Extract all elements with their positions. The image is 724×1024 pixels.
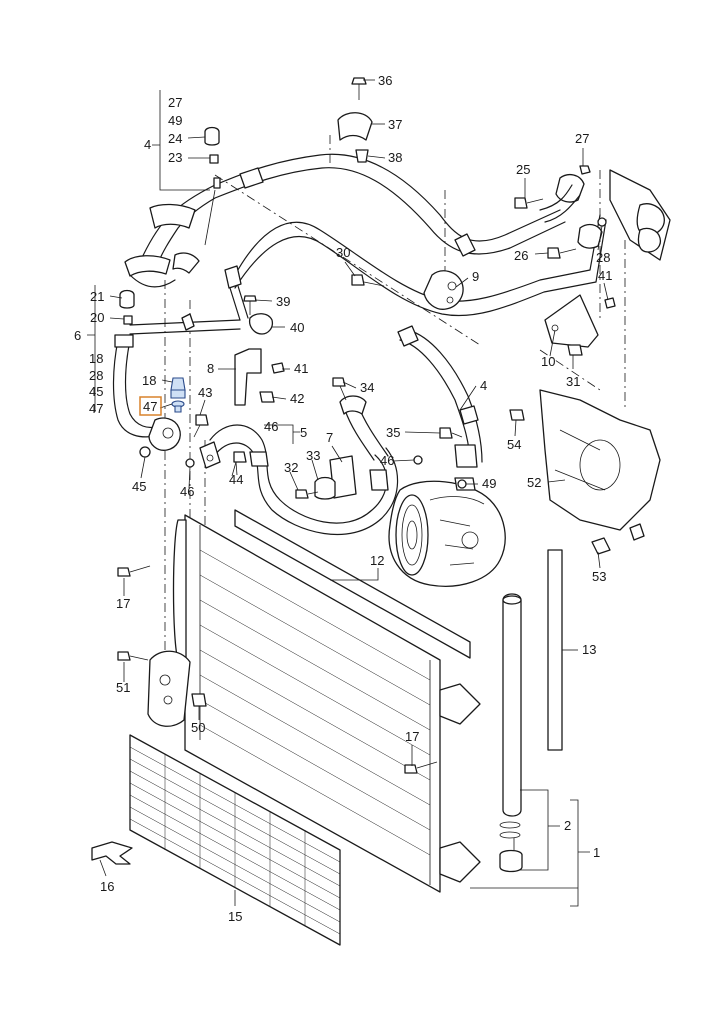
callout-49-left: 49: [168, 113, 182, 128]
callout-32: 32: [284, 460, 298, 475]
callout-51: 51: [116, 680, 130, 695]
callout-34: 34: [360, 380, 374, 395]
callout-16: 16: [100, 879, 114, 894]
callout-42: 42: [290, 391, 304, 406]
callout-45-group: 45: [89, 384, 103, 399]
callout-43: 43: [198, 385, 212, 400]
callout-44: 44: [229, 472, 243, 487]
callout-28-group: 28: [89, 368, 103, 383]
hose-6: [112, 334, 181, 451]
callout-31: 31: [566, 374, 580, 389]
callout-24: 24: [168, 131, 182, 146]
callout-15: 15: [228, 909, 242, 924]
callout-10: 10: [541, 354, 555, 369]
callout-18-group: 18: [89, 351, 103, 366]
callout-27-left: 27: [168, 95, 182, 110]
callout-54: 54: [507, 437, 521, 452]
grille-15: [129, 734, 341, 946]
callout-52: 52: [527, 475, 541, 490]
callout-41-mid: 41: [294, 361, 308, 376]
callout-21: 21: [90, 289, 104, 304]
callout-36: 36: [378, 73, 392, 88]
callout-labels: 36 37 38 27 49 24 23 4 25 27 28 26 30 9 …: [74, 73, 612, 924]
callout-4-left: 4: [144, 137, 151, 152]
expansion-valve: [539, 169, 671, 261]
callout-45: 45: [132, 479, 146, 494]
callout-4-right: 4: [480, 378, 487, 393]
drier: [499, 549, 563, 873]
callout-50: 50: [191, 720, 205, 735]
callout-35: 35: [386, 425, 400, 440]
ac-line-9: [129, 214, 607, 335]
compressor: [388, 477, 506, 587]
callout-13: 13: [582, 642, 596, 657]
callout-1: 1: [593, 845, 600, 860]
bracket-8: [234, 313, 274, 406]
condenser-12: [147, 509, 481, 893]
callout-46-mid: 46: [380, 453, 394, 468]
callout-9: 9: [472, 269, 479, 284]
callout-41-right: 41: [598, 268, 612, 283]
clip-16: [91, 841, 133, 865]
callout-26: 26: [514, 248, 528, 263]
callout-12: 12: [370, 553, 384, 568]
callout-17-left: 17: [116, 596, 130, 611]
callout-28-right: 28: [596, 250, 610, 265]
callout-47-group: 47: [89, 401, 103, 416]
callout-40: 40: [290, 320, 304, 335]
callout-38: 38: [388, 150, 402, 165]
bracket-7: [314, 455, 357, 500]
callout-18: 18: [142, 373, 156, 388]
callout-17-right: 17: [405, 729, 419, 744]
callout-30: 30: [336, 245, 350, 260]
callout-7: 7: [326, 430, 333, 445]
callout-5: 5: [300, 425, 307, 440]
callout-47: 47: [143, 399, 157, 414]
callout-6: 6: [74, 328, 81, 343]
callout-23: 23: [168, 150, 182, 165]
callout-27-right: 27: [575, 131, 589, 146]
callout-2: 2: [564, 818, 571, 833]
bracket-52: [539, 389, 661, 531]
callout-37: 37: [388, 117, 402, 132]
callout-8: 8: [207, 361, 214, 376]
leader-lines: [87, 79, 609, 907]
hose-5: [199, 395, 399, 536]
ac-line-4: [124, 153, 566, 468]
callout-20: 20: [90, 310, 104, 325]
callout-33: 33: [306, 448, 320, 463]
callout-39: 39: [276, 294, 290, 309]
callout-46-hose: 46: [264, 419, 278, 434]
highlight-box-47: [139, 396, 162, 416]
callout-25: 25: [516, 162, 530, 177]
callout-46-left: 46: [180, 484, 194, 499]
callout-49-right: 49: [482, 476, 496, 491]
callout-53: 53: [592, 569, 606, 584]
